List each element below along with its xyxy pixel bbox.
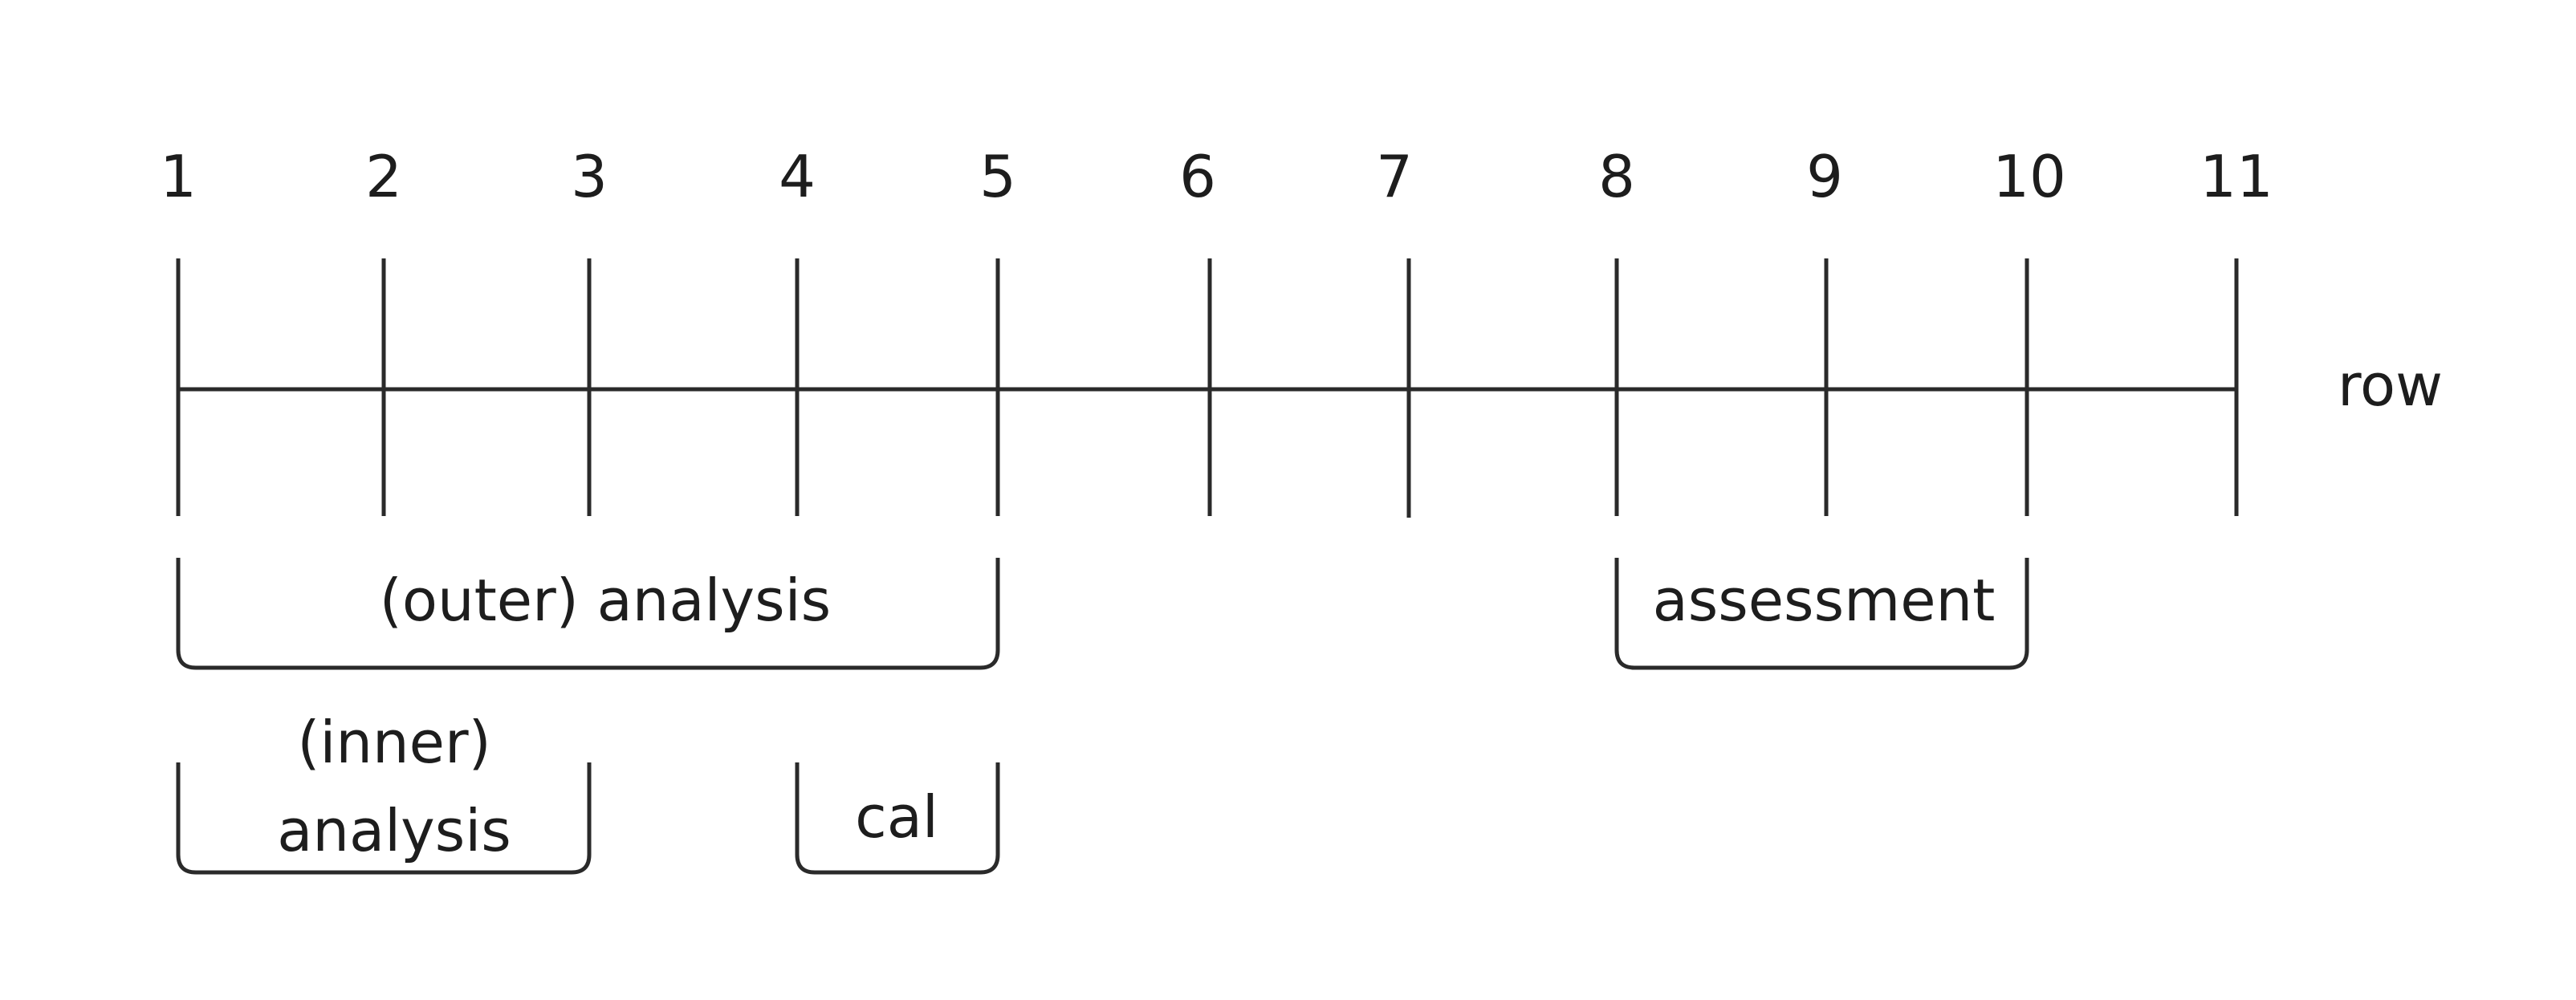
bracket-label-cal: cal xyxy=(855,783,938,851)
bracket-label-inner-analysis-line1: (inner) xyxy=(297,709,490,776)
tick-label-3: 3 xyxy=(571,143,608,210)
bracket-label-inner-analysis-line2: analysis xyxy=(277,797,511,864)
tick-label-11: 11 xyxy=(2200,143,2273,210)
tick-label-8: 8 xyxy=(1598,143,1635,210)
tick-label-9: 9 xyxy=(1806,143,1843,210)
tick-label-1: 1 xyxy=(160,143,197,210)
axis-label-row: row xyxy=(2338,352,2443,419)
bracket-label-outer-analysis: (outer) analysis xyxy=(380,567,831,634)
bracket-inner-analysis xyxy=(176,762,592,875)
bracket-cal xyxy=(795,762,1000,875)
bracket-outer-analysis xyxy=(176,558,1000,670)
bracket-assessment xyxy=(1614,558,2029,670)
tick-label-4: 4 xyxy=(779,143,816,210)
tick-label-6: 6 xyxy=(1179,143,1216,210)
bracket-label-assessment: assessment xyxy=(1653,567,1996,634)
tick-label-2: 2 xyxy=(365,143,402,210)
tick-label-5: 5 xyxy=(979,143,1016,210)
tick-label-7: 7 xyxy=(1376,143,1413,210)
tick-label-10: 10 xyxy=(1992,143,2066,210)
